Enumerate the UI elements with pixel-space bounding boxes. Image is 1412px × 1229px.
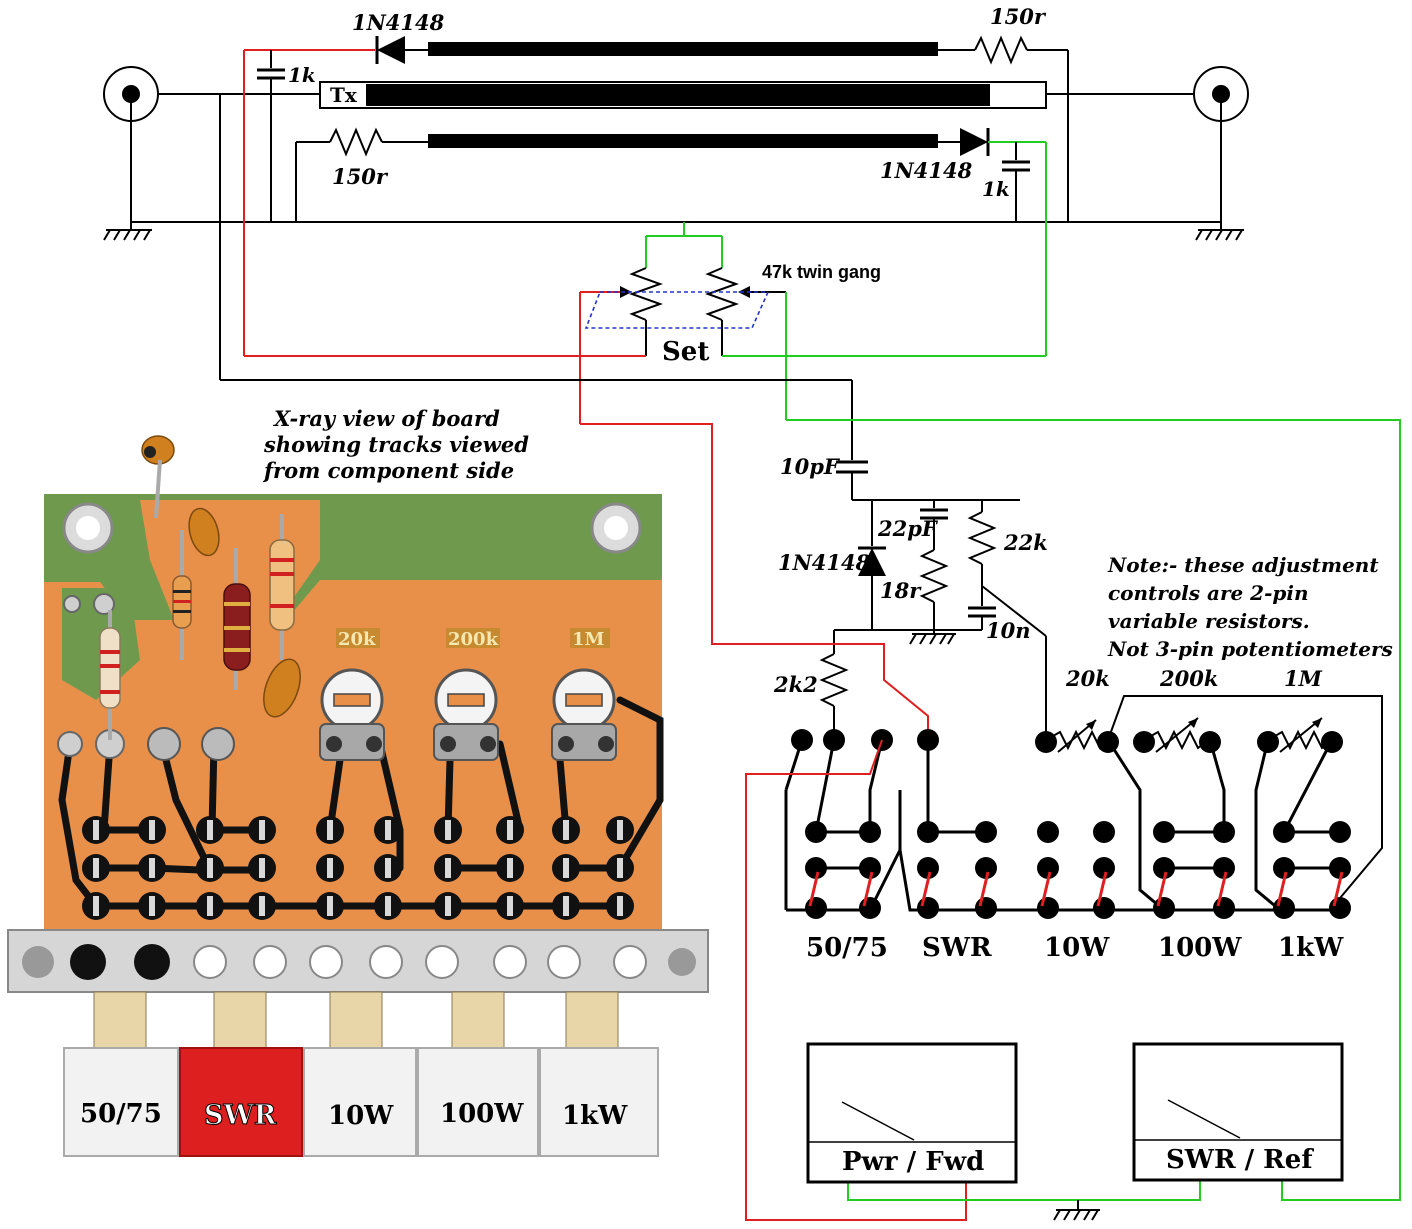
cap-10n-label: 10n <box>986 618 1031 643</box>
button-label-50-75: 50/75 <box>80 1099 162 1129</box>
var-20k-label: 20k <box>1065 666 1110 691</box>
res-22k-label: 22k <box>1003 530 1048 555</box>
coupler-section <box>103 35 1249 380</box>
note-line-4: Not 3-pin potentiometers <box>1107 637 1393 661</box>
diode-mid-label: 1N4148 <box>778 550 871 575</box>
var-200k-label: 200k <box>1159 666 1218 691</box>
switch-label-10w: 10W <box>1044 933 1110 963</box>
detector-section <box>580 423 1047 740</box>
diode-bottom-label: 1N4148 <box>880 158 973 183</box>
note-line-3: variable resistors. <box>1108 609 1310 633</box>
note-line-1: Note:- these adjustment <box>1107 553 1379 577</box>
cap-10pf-label: 10pF <box>780 454 841 479</box>
meter-pwr-fwd <box>806 1042 1018 1184</box>
diode-top-label: 1N4148 <box>352 10 445 35</box>
tx-label: Tx <box>330 83 358 107</box>
board-button-10w <box>303 1047 417 1157</box>
board-button-50-75 <box>63 1047 179 1157</box>
board-button-1kw <box>539 1047 659 1157</box>
switch-label-100w: 100W <box>1158 933 1242 963</box>
switch-bank <box>7 929 709 1157</box>
board-button-100w <box>417 1047 539 1157</box>
button-label-1kw: 1kW <box>562 1101 628 1131</box>
set-label: Set <box>662 337 709 367</box>
pot-label: 47k twin gang <box>762 262 881 282</box>
pcb-board <box>44 435 664 930</box>
switch-label-50-75: 50/75 <box>806 933 888 963</box>
trim-1m-label: 1M <box>572 629 605 650</box>
switch-label-1kw: 1kW <box>1278 933 1344 963</box>
board-caption-1: X-ray view of board <box>272 406 500 431</box>
trim-200k-label: 200k <box>448 629 499 650</box>
button-label-10w: 10W <box>328 1101 394 1131</box>
trim-20k-label: 20k <box>338 629 376 650</box>
labels: 1N4148 150r 1k Tx Ant 150r 1N4148 1k 47k… <box>80 4 1393 1177</box>
board-caption-2: showing tracks viewed <box>263 432 529 457</box>
res-2k2-label: 2k2 <box>773 672 818 697</box>
ground-symbol-left <box>103 222 152 241</box>
twin-gang-pot <box>220 222 1046 460</box>
board-button-swr <box>179 1047 303 1157</box>
meter-swr-label: SWR / Ref <box>1166 1145 1314 1175</box>
board-caption-3: from component side <box>262 458 514 483</box>
button-label-swr: SWR <box>204 1100 277 1131</box>
ant-label: Ant <box>997 83 1038 107</box>
note-line-2: controls are 2-pin <box>1108 581 1309 605</box>
resistor-top-label: 150r <box>990 4 1047 29</box>
meter-pwr-label: Pwr / Fwd <box>842 1147 984 1177</box>
res-18r-label: 18r <box>880 578 922 603</box>
switch-contacts <box>791 729 1351 919</box>
ground-symbol-right <box>1195 222 1244 241</box>
switch-label-swr: SWR <box>922 933 992 963</box>
switch-red-links <box>808 871 1344 907</box>
var-1m-label: 1M <box>1284 666 1323 691</box>
meter-wiring <box>745 419 1401 1221</box>
variable-resistors <box>1045 695 1383 911</box>
cap-bottom-label: 1k <box>982 177 1010 201</box>
cap-top-label: 1k <box>288 63 316 87</box>
meter-swr-ref <box>1132 1042 1344 1182</box>
cap-22pf-label: 22pF <box>877 516 939 541</box>
resistor-bottom-label: 150r <box>332 164 389 189</box>
button-label-100w: 100W <box>440 1099 524 1129</box>
